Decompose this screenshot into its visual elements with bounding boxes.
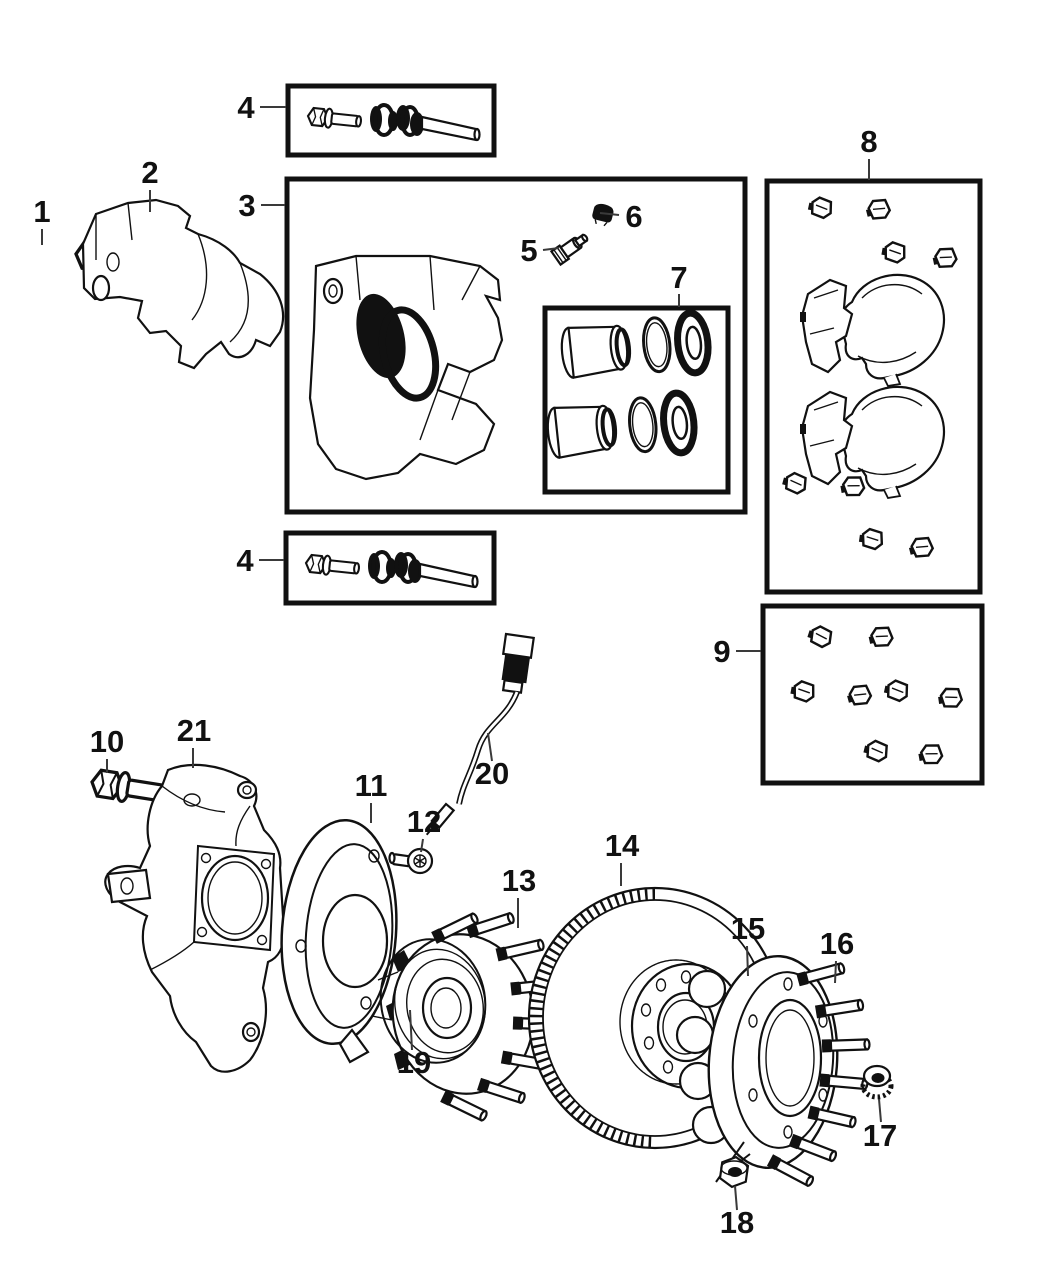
callout-label-13[interactable]: 13: [502, 863, 536, 898]
leader-line-17: [878, 1098, 882, 1123]
guide-pin-kit-box-bottom: [283, 530, 497, 606]
callout-13[interactable]: 13: [502, 863, 536, 928]
callout-label-8[interactable]: 8: [860, 124, 877, 159]
wheel-hub-and-bearing-drawing: [379, 910, 562, 1124]
leader-line-18: [734, 1185, 738, 1211]
leader-line-5: [542, 247, 560, 251]
leader-line-6: [599, 212, 620, 216]
callout-label-7[interactable]: 7: [670, 260, 687, 295]
callout-21[interactable]: 21: [177, 713, 211, 768]
callout-15[interactable]: 15: [731, 911, 765, 977]
callout-label-19[interactable]: 19: [397, 1045, 431, 1080]
callout-label-3[interactable]: 3: [238, 188, 255, 223]
steering-knuckle-drawing: [104, 763, 286, 1073]
callout-label-18[interactable]: 18: [720, 1205, 754, 1240]
callout-6[interactable]: 6: [599, 199, 643, 234]
caliper-guide-pin-kit-bottom-drawing: [305, 552, 477, 587]
callout-17[interactable]: 17: [863, 1098, 897, 1153]
callout-label-12[interactable]: 12: [407, 804, 441, 839]
retaining-nut-drawing: [860, 1064, 894, 1100]
brake-pad-kit-box: [764, 178, 983, 595]
callout-11[interactable]: 11: [355, 768, 388, 823]
callout-label-1[interactable]: 1: [33, 194, 50, 229]
caliper-box: [284, 176, 748, 515]
hub-extension-with-studs-drawing: [675, 954, 871, 1190]
caliper-adapter-bracket-drawing: [81, 198, 285, 370]
callout-1[interactable]: 1: [33, 194, 51, 245]
leader-line-16: [834, 960, 837, 984]
guide-pin-kit-box-top: [285, 83, 497, 158]
leader-line-15: [746, 945, 749, 977]
callout-14[interactable]: 14: [605, 828, 640, 886]
leader-line-19: [409, 1009, 413, 1051]
callout-19[interactable]: 19: [397, 1009, 431, 1080]
callout-4a[interactable]: 4: [237, 90, 286, 125]
callout-label-5[interactable]: 5: [520, 233, 537, 268]
callout-3[interactable]: 3: [238, 188, 285, 223]
callout-20[interactable]: 20: [475, 732, 509, 791]
callout-label-6[interactable]: 6: [625, 199, 642, 234]
callout-4b[interactable]: 4: [236, 543, 284, 578]
callout-label-21[interactable]: 21: [177, 713, 211, 748]
callout-12[interactable]: 12: [407, 804, 441, 853]
kit-boxes: [283, 83, 985, 786]
callout-9[interactable]: 9: [713, 634, 761, 669]
brake-pad-kit-drawing: [779, 194, 959, 561]
callout-label-2[interactable]: 2: [141, 155, 158, 190]
leader-line-20: [487, 732, 493, 762]
callout-label-20[interactable]: 20: [475, 756, 509, 791]
bleeder-screw-drawing: [549, 233, 589, 267]
callout-label-16[interactable]: 16: [820, 926, 854, 961]
callout-label-4a[interactable]: 4: [237, 90, 255, 125]
callout-label-9[interactable]: 9: [713, 634, 730, 669]
splash-shield-bolt-drawing: [388, 847, 434, 875]
pad-retainer-clip-kit-drawing: [788, 622, 964, 768]
disc-brake-caliper-drawing: [308, 254, 504, 481]
brake-splash-shield-drawing: [280, 818, 399, 1064]
caliper-guide-pin-kit-top-drawing: [307, 105, 479, 140]
caliper-piston-seal-kit-drawing: [546, 309, 712, 459]
callout-16[interactable]: 16: [820, 926, 854, 984]
callout-label-14[interactable]: 14: [605, 828, 640, 863]
abs-wheel-speed-sensor-cable-drawing: [425, 632, 535, 836]
callout-label-15[interactable]: 15: [731, 911, 765, 946]
callout-7[interactable]: 7: [670, 260, 688, 307]
clip-kit-box: [760, 603, 985, 786]
callout-18[interactable]: 18: [720, 1185, 754, 1240]
callout-label-10[interactable]: 10: [90, 724, 124, 759]
piston-seal-kit-box: [542, 305, 731, 495]
callout-8[interactable]: 8: [860, 124, 878, 180]
leader-line-12: [420, 838, 424, 853]
callout-2[interactable]: 2: [141, 155, 159, 212]
callout-label-17[interactable]: 17: [863, 1118, 897, 1153]
callout-label-4b[interactable]: 4: [236, 543, 254, 578]
hex-nut-drawing: [718, 1155, 750, 1189]
callout-10[interactable]: 10: [90, 724, 124, 773]
callout-5[interactable]: 5: [520, 233, 560, 268]
callout-label-11[interactable]: 11: [355, 768, 388, 803]
